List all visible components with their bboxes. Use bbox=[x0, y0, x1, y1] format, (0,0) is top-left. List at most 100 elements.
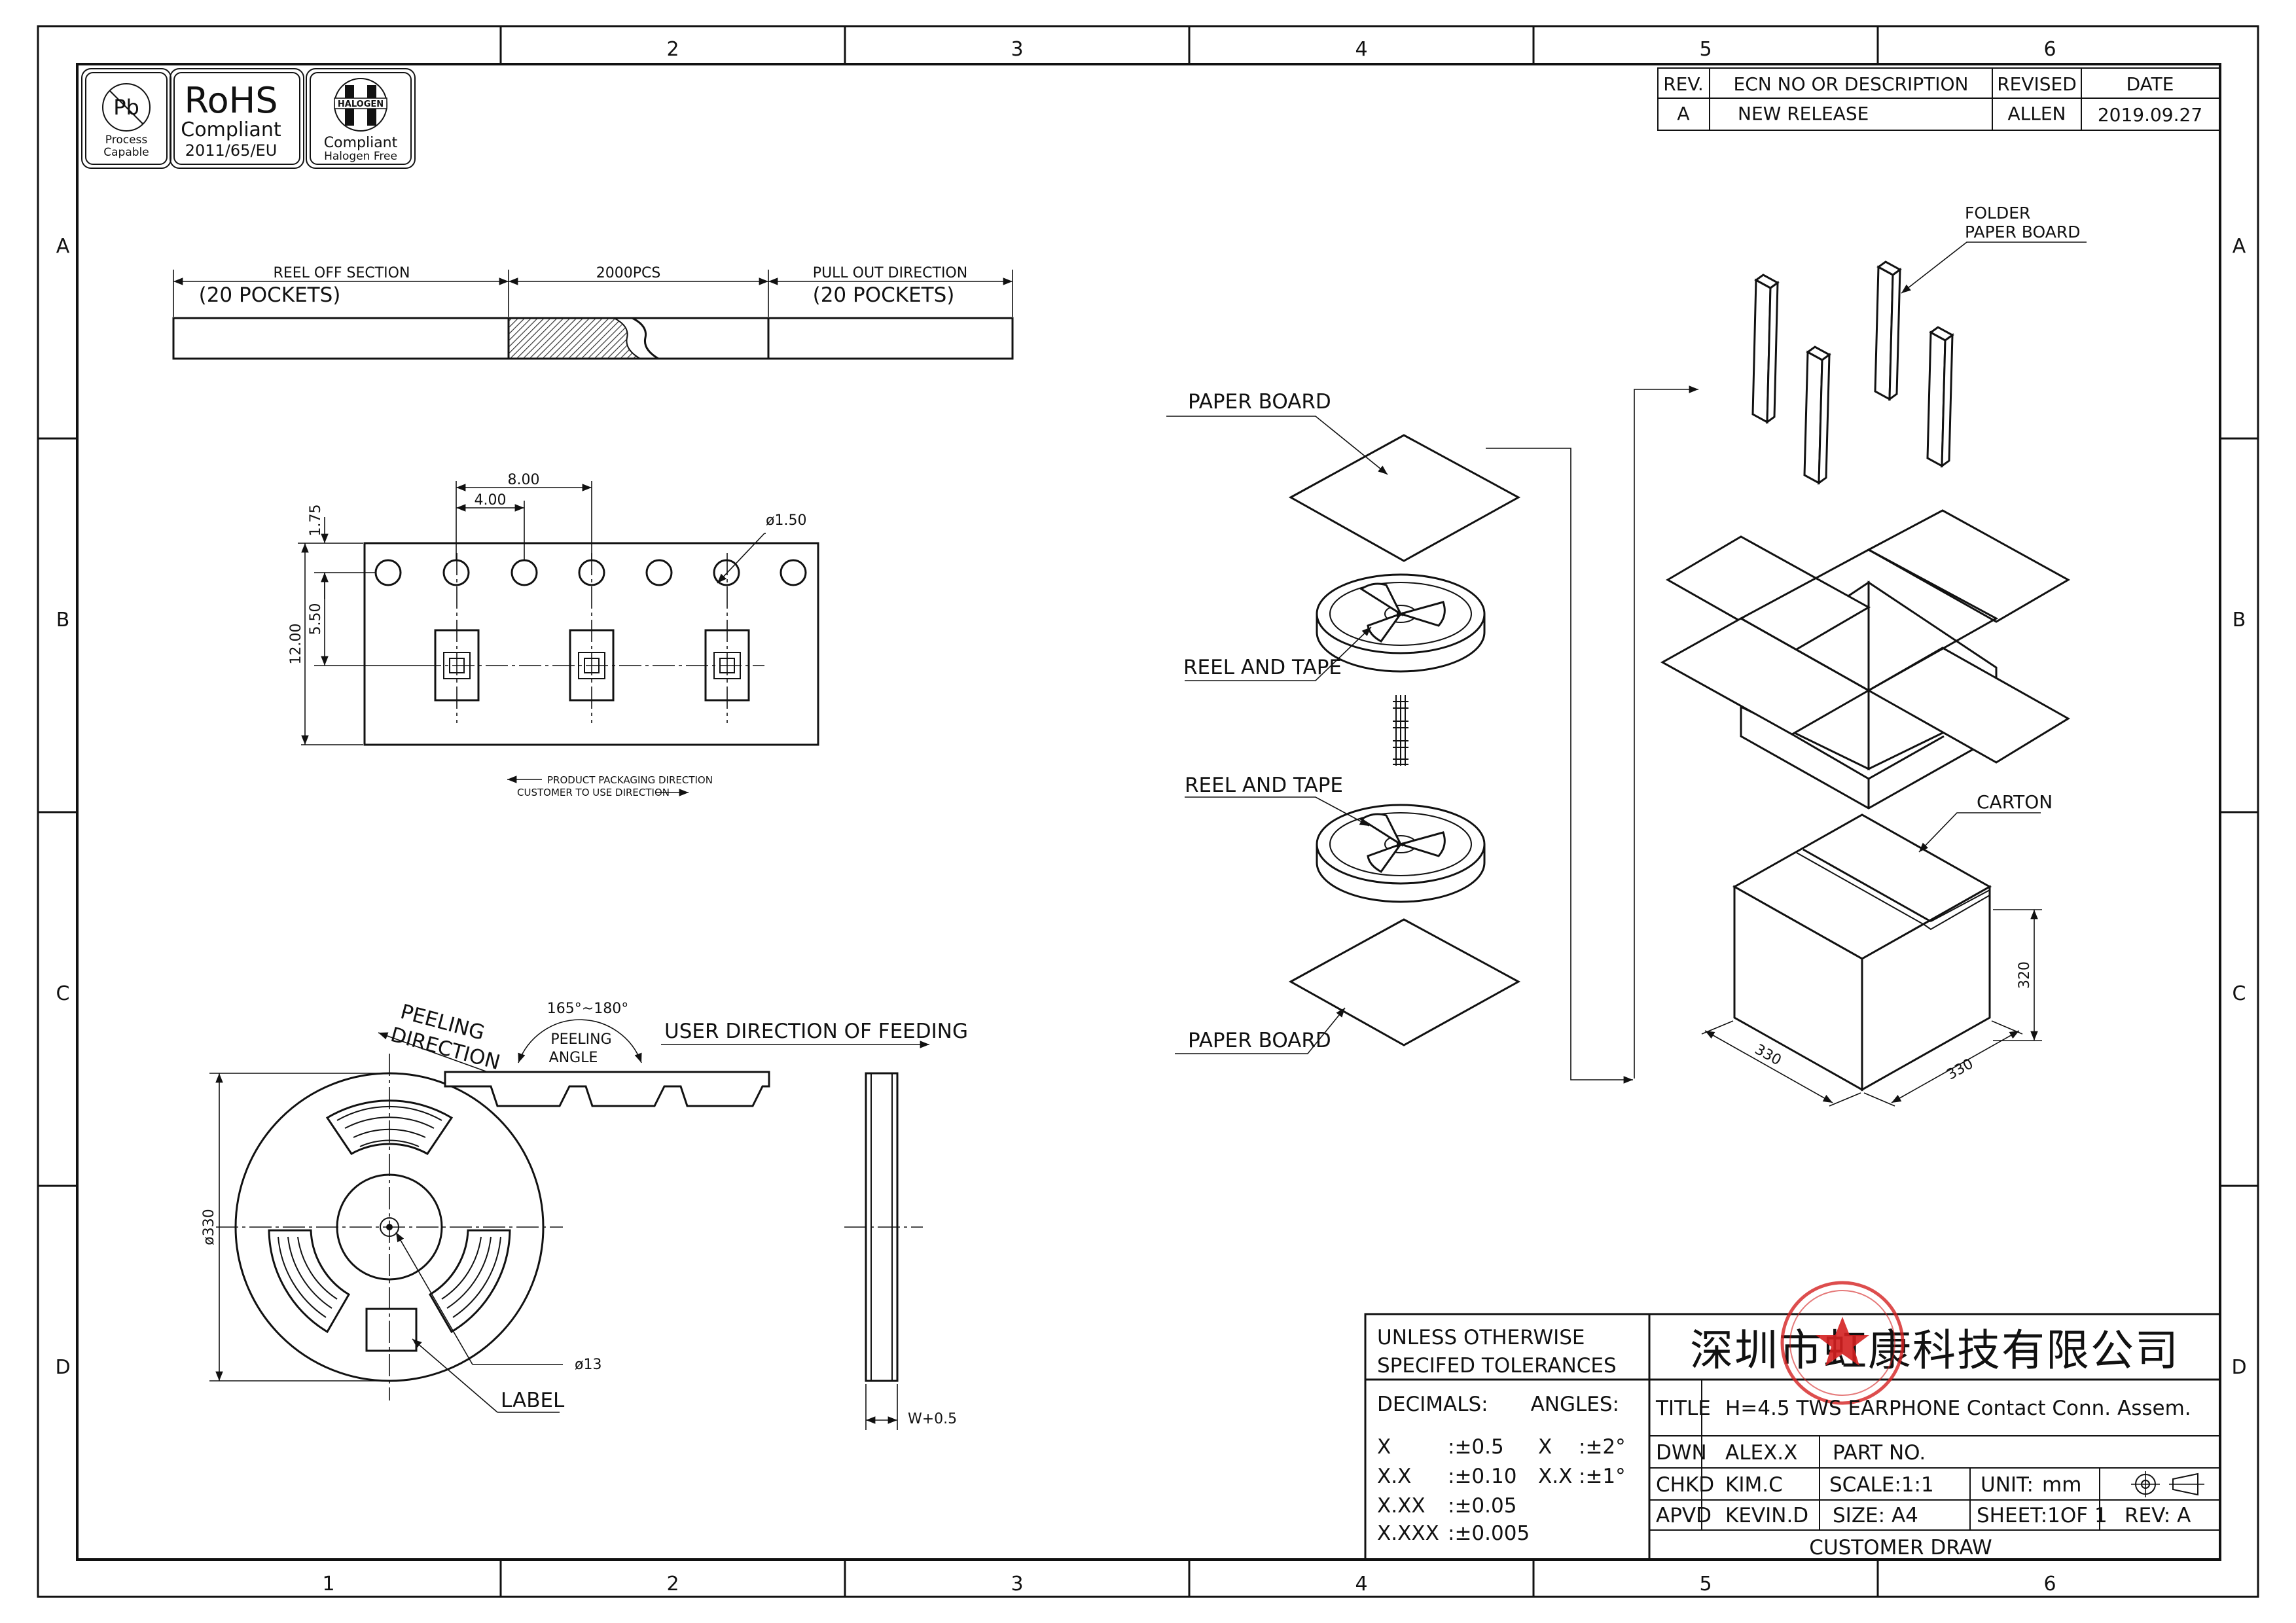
rev-cell-revised: ALLEN bbox=[2008, 103, 2066, 124]
compliance-logos: Pb Process Capable RoHS Compliant 2011/6… bbox=[81, 68, 416, 169]
svg-text:X: X bbox=[1538, 1435, 1552, 1459]
svg-text:X.X: X.X bbox=[1377, 1465, 1411, 1488]
folder-label-1: FOLDER bbox=[1965, 204, 2030, 223]
hatched-section bbox=[508, 317, 643, 359]
halogen-free-logo: HALOGEN Compliant Halogen Free bbox=[306, 68, 416, 169]
tolerance-heading-2: SPECIFED TOLERANCES bbox=[1377, 1354, 1617, 1378]
tol-xxx-value: :±0.05 bbox=[1448, 1494, 1516, 1518]
pull-out-pockets-label: (20 POCKETS) bbox=[813, 283, 955, 307]
zone-col-3-bottom: 3 bbox=[1011, 1573, 1023, 1596]
zone-row-b-right: B bbox=[2233, 609, 2246, 632]
tape-dimensions: 8.00 4.00 ø1.50 1.75 5.50 12.00 bbox=[288, 472, 806, 745]
paper-board-top bbox=[1288, 434, 1521, 562]
dim-center: 5.50 bbox=[308, 603, 324, 635]
sheet-frame: 2 3 4 5 6 1 2 3 4 5 6 A B C D A B C D bbox=[37, 25, 2259, 1598]
sprocket-holes bbox=[374, 559, 807, 586]
zone-col-6: 6 bbox=[2043, 38, 2056, 61]
zone-row-a: A bbox=[56, 235, 70, 258]
dim-pitch: 8.00 bbox=[508, 472, 540, 488]
sheet-value: SHEET:1OF 1 bbox=[1977, 1504, 2108, 1527]
decimals-label: DECIMALS: bbox=[1377, 1393, 1488, 1416]
zone-col-2: 2 bbox=[666, 38, 679, 61]
carton-label: CARTON bbox=[1977, 791, 2053, 813]
reel-and-tape-label-1: REEL AND TAPE bbox=[1183, 656, 1342, 679]
centerlines bbox=[419, 553, 764, 723]
reel-off-pockets-label: (20 POCKETS) bbox=[199, 283, 341, 307]
company-stamp bbox=[1780, 1281, 1905, 1405]
customer-draw-footer: CUSTOMER DRAW bbox=[1809, 1536, 1992, 1560]
open-carton bbox=[1660, 509, 2071, 810]
svg-text:Halogen Free: Halogen Free bbox=[324, 150, 397, 163]
svg-text:Compliant: Compliant bbox=[324, 135, 398, 151]
company-name: 深圳市虹康科技有限公司 bbox=[1690, 1325, 2179, 1376]
svg-text:X.X: X.X bbox=[1538, 1465, 1572, 1488]
reel-front-view: ø330 ø13 LABEL bbox=[201, 1054, 601, 1413]
zone-col-3: 3 bbox=[1011, 38, 1023, 61]
svg-text:HALOGEN: HALOGEN bbox=[338, 99, 384, 109]
zone-ticks bbox=[38, 26, 2258, 1597]
pb-symbol: Pb bbox=[113, 95, 139, 120]
tape-strip-view: REEL OFF SECTION (20 POCKETS) 2000PCS PU… bbox=[172, 265, 1014, 360]
title-value: H=4.5 TWS EARPHONE Contact Conn. Assem. bbox=[1725, 1397, 2191, 1420]
unit-value: mm bbox=[2042, 1473, 2081, 1497]
peeling-angle-label-2: ANGLE bbox=[549, 1050, 598, 1066]
zone-row-c: C bbox=[56, 982, 70, 1005]
scale-value: SCALE:1:1 bbox=[1829, 1473, 1934, 1497]
unit-label: UNIT: bbox=[1981, 1473, 2034, 1497]
reel-pack-2 bbox=[1316, 804, 1486, 903]
dim-hub-diameter: ø13 bbox=[575, 1357, 601, 1373]
reel-and-tape-label-2: REEL AND TAPE bbox=[1185, 774, 1343, 797]
zone-col-4-bottom: 4 bbox=[1355, 1573, 1367, 1596]
stack-gap-marks bbox=[1393, 695, 1408, 766]
dim-tape-width: 12.00 bbox=[288, 624, 304, 665]
dim-carton-width: 330 bbox=[1944, 1056, 1976, 1083]
closed-carton: CARTON 320 330 330 bbox=[1701, 791, 2053, 1107]
title-block: UNLESS OTHERWISE SPECIFED TOLERANCES 深圳市… bbox=[1364, 1281, 2221, 1561]
zone-labels: 2 3 4 5 6 1 2 3 4 5 6 A B C D A B C D bbox=[55, 38, 2246, 1596]
svg-text:X.XXX: X.XXX bbox=[1377, 1522, 1439, 1545]
rev-cell-description: NEW RELEASE bbox=[1738, 103, 1869, 124]
zone-row-a-right: A bbox=[2233, 235, 2246, 258]
paper-board-bottom-label: PAPER BOARD bbox=[1188, 1029, 1331, 1052]
dim-carton-depth: 330 bbox=[1752, 1041, 1784, 1069]
title-label: TITLE bbox=[1655, 1397, 1711, 1420]
reel-pack-1 bbox=[1316, 573, 1486, 673]
svg-text:X.XX: X.XX bbox=[1377, 1494, 1426, 1518]
reel-side-view: W+0.5 bbox=[844, 1072, 957, 1430]
apvd-value: KEVIN.D bbox=[1725, 1504, 1808, 1527]
dwn-value: ALEX.X bbox=[1725, 1441, 1797, 1465]
label-area bbox=[365, 1308, 418, 1352]
tolerance-heading-1: UNLESS OTHERWISE bbox=[1377, 1326, 1585, 1349]
svg-text:Process: Process bbox=[105, 134, 148, 147]
folder-label-2: PAPER BOARD bbox=[1965, 223, 2080, 241]
direction-notes: PRODUCT PACKAGING DIRECTION CUSTOMER TO … bbox=[507, 774, 713, 798]
pb-free-logo: Pb Process Capable bbox=[81, 68, 171, 169]
user-feeding-direction-label: USER DIRECTION OF FEEDING bbox=[664, 1020, 968, 1043]
size-value: SIZE: A4 bbox=[1833, 1504, 1918, 1527]
svg-text:X: X bbox=[1377, 1435, 1391, 1459]
rohs-title: RoHS bbox=[184, 80, 278, 121]
dim-carton-height: 320 bbox=[2017, 961, 2033, 989]
dim-hole-pitch: 4.00 bbox=[475, 492, 507, 508]
peeling-angle-range: 165°~180° bbox=[547, 1001, 628, 1017]
dim-reel-width: W+0.5 bbox=[908, 1411, 957, 1427]
svg-text:Compliant: Compliant bbox=[181, 118, 281, 141]
dim-reel-diameter: ø330 bbox=[201, 1209, 217, 1245]
ang-x-value: :±2° bbox=[1579, 1435, 1626, 1459]
pull-out-direction-label: PULL OUT DIRECTION bbox=[813, 265, 967, 281]
rev-header-description: ECN NO OR DESCRIPTION bbox=[1734, 73, 1969, 95]
rev-cell-date: 2019.09.27 bbox=[2098, 104, 2202, 126]
zone-row-d-right: D bbox=[2231, 1356, 2246, 1379]
chkd-label: CHKD bbox=[1656, 1473, 1714, 1497]
tol-xxxx-value: :±0.005 bbox=[1448, 1522, 1530, 1545]
rev-header-revised: REVISED bbox=[1997, 73, 2077, 95]
svg-text:2011/65/EU: 2011/65/EU bbox=[185, 141, 278, 160]
apvd-label: APVD bbox=[1656, 1504, 1712, 1527]
svg-text:Capable: Capable bbox=[103, 146, 149, 159]
packaging-direction-note: PRODUCT PACKAGING DIRECTION bbox=[547, 774, 713, 786]
stack-to-carton-arrow bbox=[1486, 448, 1633, 1084]
pb-circle-icon bbox=[102, 83, 151, 132]
zone-row-b: B bbox=[56, 609, 70, 632]
rohs-logo: RoHS Compliant 2011/65/EU bbox=[170, 68, 304, 169]
